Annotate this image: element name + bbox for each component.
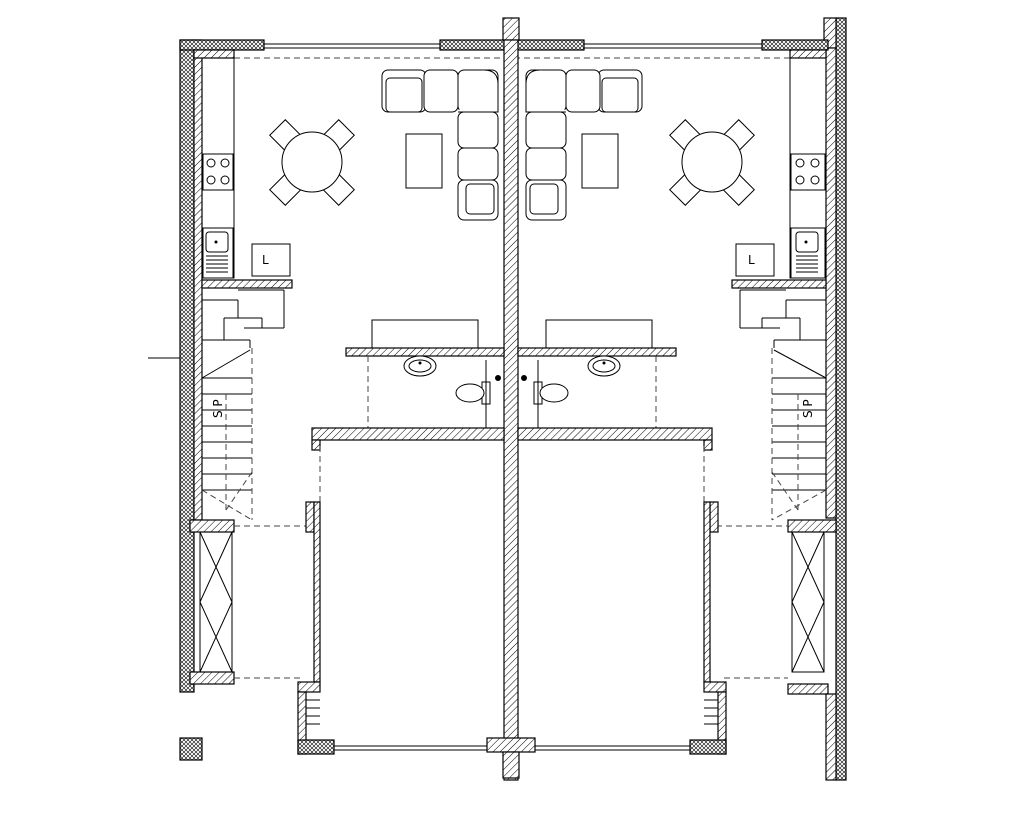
right-sofa <box>525 69 643 221</box>
left-cooktop <box>202 153 234 191</box>
left-bathroom <box>367 355 501 428</box>
left-unit: L S P <box>189 57 505 755</box>
right-dining-table <box>669 119 755 206</box>
left-laundry-cabinet: L <box>251 243 291 277</box>
left-sink <box>202 227 234 279</box>
right-unit: L S P <box>517 57 837 781</box>
right-laundry-cabinet: L <box>735 243 775 277</box>
right-laundry-label: L <box>748 253 755 267</box>
left-storage-label: S P <box>211 399 225 418</box>
right-storage-label: S P <box>801 399 815 418</box>
right-sink <box>790 227 826 279</box>
column-marker <box>179 737 203 761</box>
right-bathroom <box>521 355 657 428</box>
left-laundry-label: L <box>262 253 269 267</box>
left-staircase: S P <box>201 289 285 521</box>
right-staircase: S P <box>739 289 827 521</box>
left-coffee-table <box>405 133 443 189</box>
right-coffee-table <box>581 133 619 189</box>
left-dining-table <box>269 119 355 206</box>
party-wall <box>486 17 536 781</box>
left-sofa <box>381 69 499 221</box>
right-cooktop <box>790 153 826 191</box>
